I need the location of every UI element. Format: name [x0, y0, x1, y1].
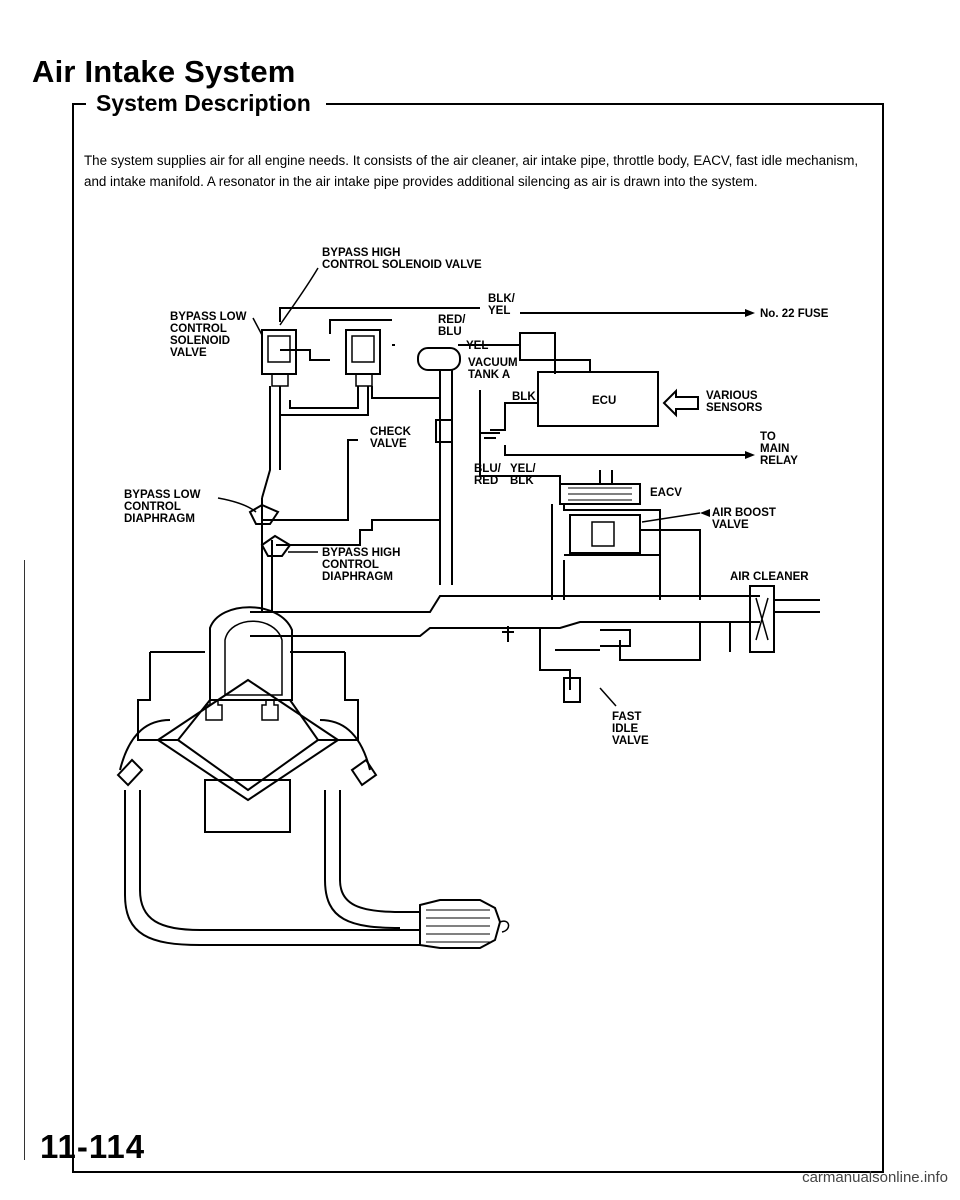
- svg-text:CONTROL: CONTROL: [170, 323, 227, 335]
- label-wire-red-blu: RED/: [438, 314, 466, 326]
- label-no22-fuse: No. 22 FUSE: [760, 308, 829, 320]
- svg-text:SENSORS: SENSORS: [706, 402, 763, 414]
- label-main-relay: TO: [760, 431, 776, 443]
- various-sensors-arrow: [662, 388, 699, 418]
- label-vacuum-tank: VACUUM: [468, 357, 518, 369]
- ecu-box: [537, 371, 659, 427]
- label-check-valve: CHECK: [370, 426, 412, 438]
- svg-text:DIAPHRAGM: DIAPHRAGM: [322, 571, 393, 583]
- label-bypass-high-solenoid-2: CONTROL SOLENOID VALVE: [322, 259, 482, 271]
- vacuum-tank: [417, 347, 461, 371]
- svg-text:BLU: BLU: [438, 326, 462, 338]
- air-cleaner: [749, 585, 775, 653]
- svg-text:CONTROL SOLENOID VALVE: CONTROL SOLENOID VALVE: [322, 259, 482, 271]
- catalytic-converter: [419, 899, 502, 949]
- svg-text:YEL: YEL: [488, 305, 510, 317]
- label-fast-idle-valve: FAST: [612, 711, 641, 723]
- label-wire-blu-red: BLU/: [474, 463, 502, 475]
- svg-text:TANK A: TANK A: [468, 369, 510, 381]
- svg-text:VALVE: VALVE: [612, 735, 649, 747]
- air-boost-valve: [569, 514, 641, 554]
- label-ecu: ECU: [592, 395, 616, 407]
- label-bypass-low-diaphragm: BYPASS LOW: [124, 489, 201, 501]
- label-wire-blk-yel: BLK/: [488, 293, 516, 305]
- label-bypass-low-solenoid: BYPASS LOW: [170, 311, 247, 323]
- svg-text:CONTROL: CONTROL: [124, 501, 181, 513]
- label-eacv: EACV: [650, 487, 682, 499]
- oil-pan: [204, 779, 291, 833]
- right-cylinder-head: [289, 652, 359, 741]
- right-exhaust: [319, 719, 420, 913]
- check-valve: [435, 419, 453, 443]
- svg-text:CONTROL: CONTROL: [322, 559, 379, 571]
- label-various-sensors: VARIOUS: [706, 390, 758, 402]
- wire-blk-yel: [279, 307, 745, 322]
- svg-text:RELAY: RELAY: [760, 455, 798, 467]
- svg-text:SOLENOID: SOLENOID: [170, 335, 230, 347]
- left-cylinder-head: [137, 652, 211, 741]
- svg-text:DIAPHRAGM: DIAPHRAGM: [124, 513, 195, 525]
- svg-text:VALVE: VALVE: [170, 347, 207, 359]
- svg-text:BLK: BLK: [510, 475, 534, 487]
- label-wire-yel-blk: YEL/: [510, 463, 536, 475]
- bypass-high-diaphragm: [260, 534, 292, 557]
- svg-text:VALVE: VALVE: [712, 519, 749, 531]
- label-bypass-high-diaphragm: BYPASS HIGH: [322, 547, 400, 559]
- air-intake-pipe: [250, 595, 760, 637]
- section-frame-top-left: [72, 103, 86, 105]
- system-description: The system supplies air for all engine n…: [84, 153, 859, 189]
- label-bypass-high-solenoid: BYPASS HIGH: [322, 247, 400, 259]
- section-frame: [72, 103, 884, 1173]
- page-number: 11-114: [40, 1128, 146, 1165]
- label-air-cleaner: AIR CLEANER: [730, 571, 809, 583]
- margin-rule: [24, 560, 25, 1160]
- fast-idle-valve: [563, 677, 581, 703]
- svg-text:IDLE: IDLE: [612, 723, 639, 735]
- bypass-low-diaphragm: [248, 503, 280, 525]
- page-title: Air Intake System: [32, 54, 296, 89]
- left-exhaust: [119, 719, 420, 931]
- watermark-text: carmanualsonline.info: [802, 1169, 948, 1186]
- label-air-boost-valve: AIR BOOST: [712, 507, 776, 519]
- label-wire-yel: YEL: [466, 340, 488, 352]
- label-wire-blk: BLK: [512, 391, 536, 403]
- svg-text:RED: RED: [474, 475, 498, 487]
- wire-red-blu: [329, 319, 392, 334]
- wire-yel: [392, 344, 591, 372]
- section-title: System Description: [90, 90, 317, 117]
- section-frame-top-right: [326, 103, 882, 105]
- intake-plenum: [209, 606, 293, 701]
- svg-text:MAIN: MAIN: [760, 443, 789, 455]
- svg-text:VALVE: VALVE: [370, 438, 407, 450]
- engine-block: [157, 678, 339, 802]
